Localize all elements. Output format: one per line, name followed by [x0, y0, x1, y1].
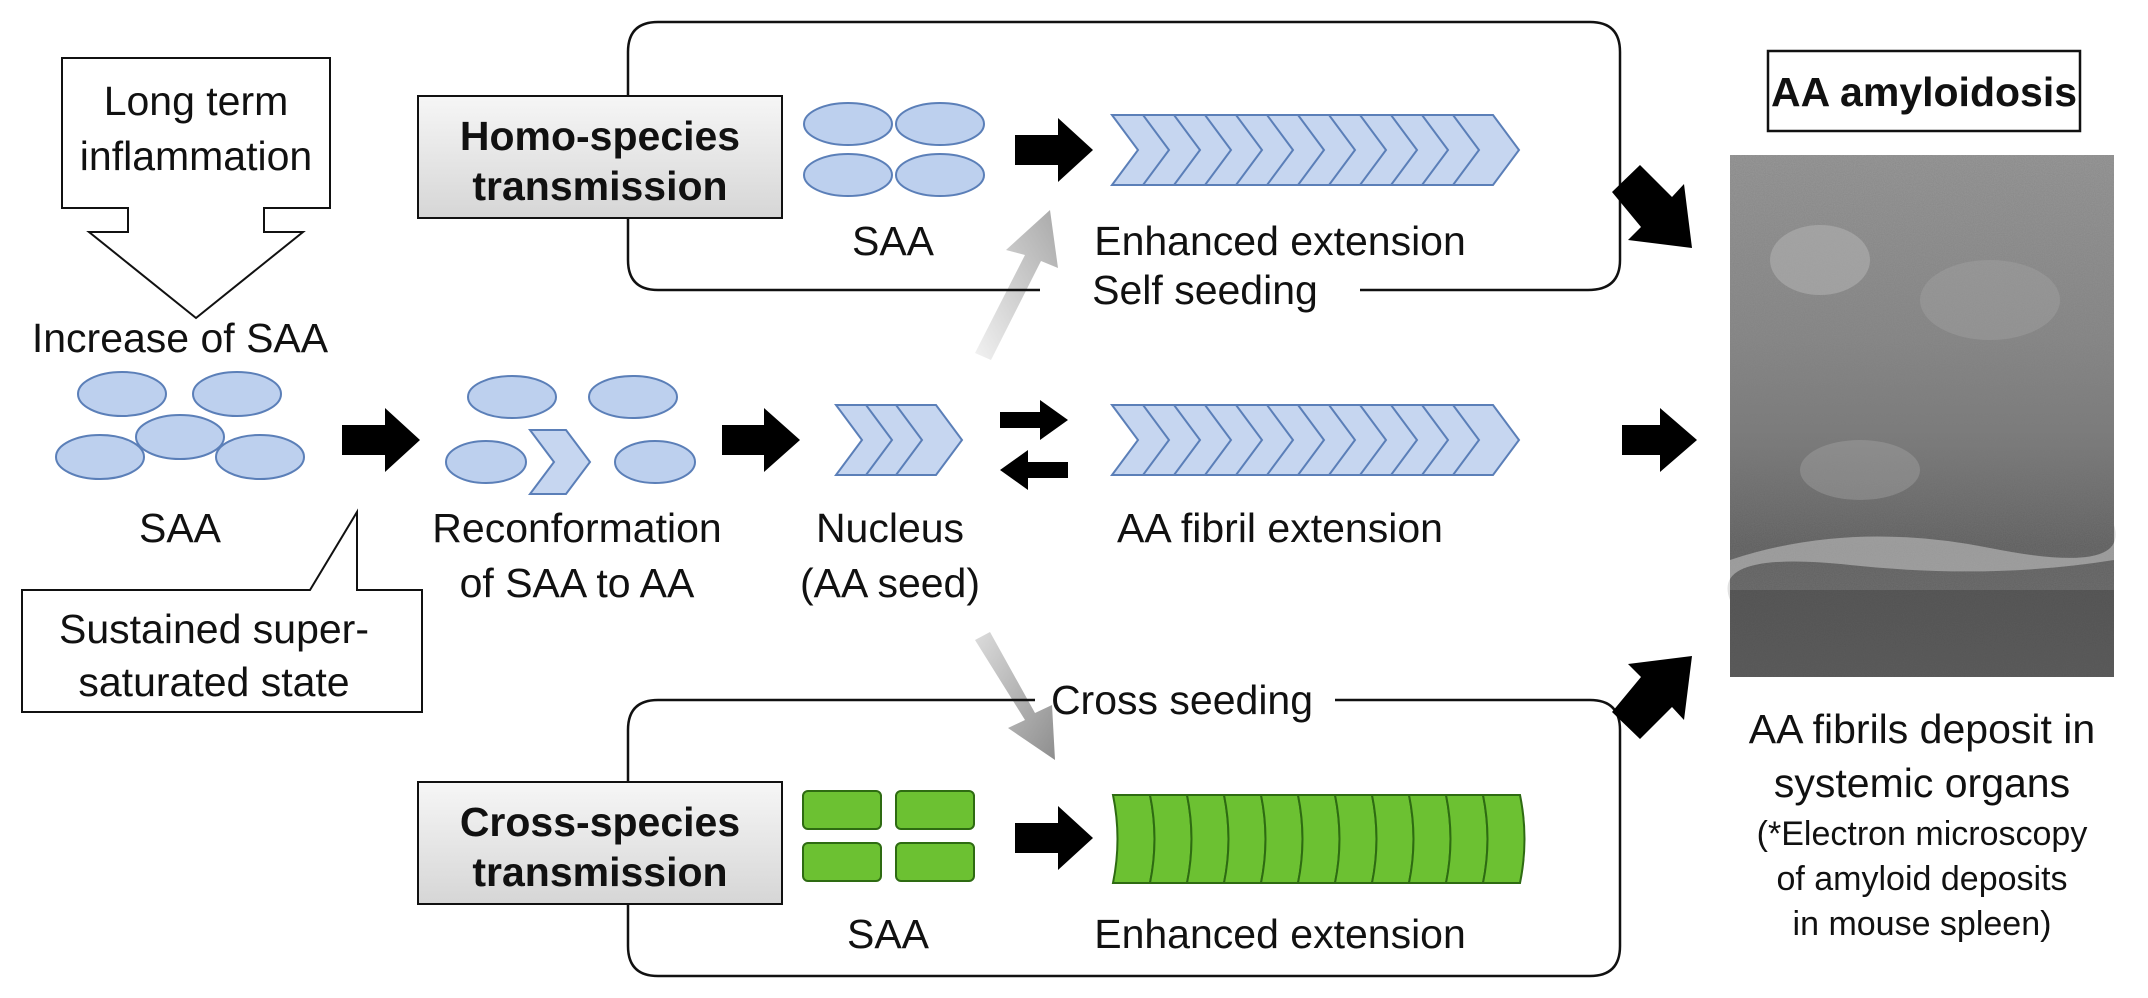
cross-saa-blocks	[802, 790, 975, 882]
homo-species-panel: Self seeding Homo-species transmission S…	[417, 20, 1622, 313]
saa-oval	[445, 440, 527, 484]
reconformation-cluster	[445, 375, 696, 495]
saa-label-left: SAA	[139, 505, 222, 551]
inflammation-callout: Long term inflammation	[61, 57, 331, 320]
green-fibril-segment	[1481, 794, 1526, 884]
arrow-to-nucleus	[722, 408, 800, 472]
saa-oval	[215, 434, 305, 480]
saa-oval	[135, 414, 225, 460]
cross-title-line2: transmission	[472, 849, 727, 895]
cross-title-line1: Cross-species	[460, 799, 740, 845]
supersaturated-line1: Sustained super-	[59, 606, 369, 652]
equilibrium-arrows	[1000, 400, 1068, 490]
homo-arrow	[1015, 118, 1093, 182]
green-saa-block	[895, 842, 975, 882]
green-fibril-segment	[1148, 794, 1193, 884]
homo-title-line2: transmission	[472, 163, 727, 209]
increase-of-saa-label: Increase of SAA	[32, 315, 329, 361]
reconformation-line1: Reconformation	[432, 505, 721, 551]
homo-extension-label: Enhanced extension	[1094, 218, 1466, 264]
cross-fibril-segments	[1111, 794, 1526, 884]
arrow-to-reconformation	[342, 408, 420, 472]
saa-oval	[803, 102, 893, 146]
reconformed-chevron	[528, 429, 592, 495]
homo-title-box	[417, 95, 783, 219]
seed-chevron	[894, 404, 964, 476]
micrograph-light-patch	[1770, 225, 1870, 295]
green-fibril-segment	[1296, 794, 1341, 884]
outcome-arrow-top	[1612, 165, 1692, 248]
aa-fibril-chevrons	[1110, 404, 1521, 476]
electron-micrograph	[1727, 155, 2116, 677]
green-fibril-segment	[1259, 794, 1304, 884]
micrograph-dark-region	[1730, 590, 2114, 677]
homo-saa-ovals	[803, 102, 985, 197]
inflammation-line1: Long term	[104, 78, 289, 124]
micrograph-light-patch	[1920, 260, 2060, 340]
homo-title-line1: Homo-species	[460, 113, 740, 159]
green-fibril-segment	[1333, 794, 1378, 884]
supersaturated-line2: saturated state	[78, 659, 349, 705]
nucleus-line2: (AA seed)	[800, 560, 980, 606]
green-saa-block	[802, 790, 882, 830]
saa-oval	[803, 153, 893, 197]
self-seeding-label: Self seeding	[1092, 267, 1318, 313]
saa-oval-cluster	[55, 371, 305, 480]
green-fibril-segment	[1222, 794, 1267, 884]
cross-title-box	[417, 781, 783, 905]
reverse-arrow	[1000, 450, 1068, 490]
fibril-chevron	[1451, 114, 1521, 186]
nucleus-seed	[834, 404, 964, 476]
homo-fibril-chevrons	[1110, 114, 1521, 186]
cross-arrow	[1015, 806, 1093, 870]
green-saa-block	[895, 790, 975, 830]
green-fibril-segment	[1111, 794, 1156, 884]
outcome-arrow-middle	[1622, 408, 1697, 472]
outcome-caption-line1: AA fibrils deposit in	[1749, 706, 2095, 752]
saa-oval	[55, 434, 145, 480]
green-saa-block	[802, 842, 882, 882]
outcome-caption-line2: systemic organs	[1774, 760, 2070, 806]
nucleus-line1: Nucleus	[816, 505, 964, 551]
outcome-note-line3: in mouse spleen)	[1793, 905, 2052, 943]
reconformation-line2: of SAA to AA	[460, 560, 695, 606]
micrograph-bright-band	[1727, 525, 2116, 600]
saa-oval	[467, 375, 557, 419]
cross-saa-label: SAA	[847, 911, 930, 957]
saa-oval	[77, 371, 167, 417]
saa-oval	[192, 371, 282, 417]
green-fibril-segment	[1444, 794, 1489, 884]
aa-amyloidosis-result: AA amyloidosis AA fibrils deposit in sys…	[1727, 49, 2116, 943]
saa-oval	[614, 440, 696, 484]
self-seeding-arrow	[975, 210, 1058, 360]
aa-fibril-extension-label: AA fibril extension	[1117, 505, 1443, 551]
outcome-arrows	[1612, 165, 1697, 739]
saa-oval	[588, 375, 678, 419]
homo-panel-border	[626, 20, 1622, 292]
outcome-arrow-bottom	[1612, 656, 1692, 739]
outcome-note-line1: (*Electron microscopy	[1757, 815, 2088, 853]
cross-seeding-label: Cross seeding	[1051, 677, 1313, 723]
fibril-chevron	[1451, 404, 1521, 476]
homo-saa-label: SAA	[852, 218, 935, 264]
cross-seeding-arrow	[975, 632, 1055, 760]
forward-arrow	[1000, 400, 1068, 440]
outcome-note-line2: of amyloid deposits	[1776, 860, 2067, 898]
supersaturated-callout: Sustained super- saturated state	[21, 508, 423, 713]
amyloidosis-title: AA amyloidosis	[1771, 69, 2077, 115]
saa-oval	[895, 153, 985, 197]
micrograph-light-patch	[1800, 440, 1920, 500]
amyloidosis-title-box	[1766, 49, 2082, 133]
green-fibril-segment	[1370, 794, 1415, 884]
green-fibril-segment	[1185, 794, 1230, 884]
cross-extension-label: Enhanced extension	[1094, 911, 1466, 957]
cross-species-panel: Cross seeding Cross-species transmission…	[417, 677, 1622, 978]
inflammation-line2: inflammation	[80, 133, 312, 179]
saa-oval	[895, 102, 985, 146]
green-fibril-segment	[1407, 794, 1452, 884]
